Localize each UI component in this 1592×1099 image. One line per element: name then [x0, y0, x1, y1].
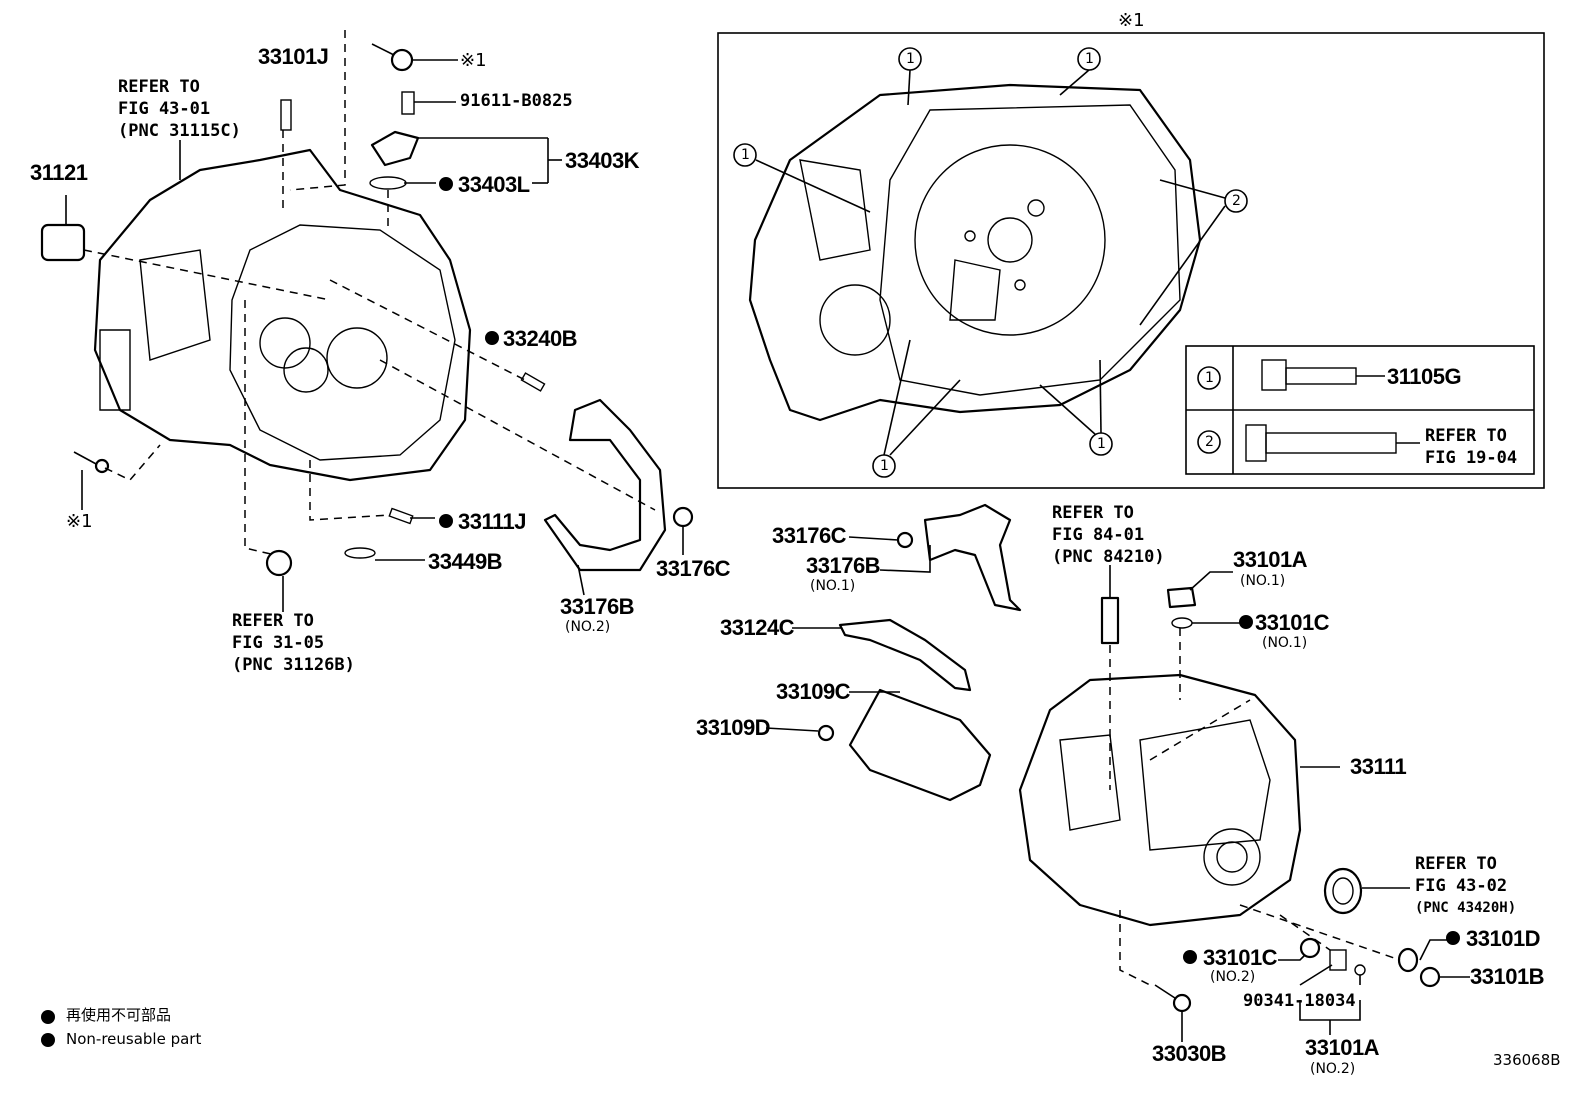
table-callout-1: 1 [1205, 370, 1214, 386]
label-33101d: 33101D [1466, 926, 1541, 951]
label-33101c-no1: 33101C [1255, 610, 1330, 635]
label-33101a-no2-sub: (NO.2) [1310, 1061, 1356, 1077]
label-33403l: 33403L [458, 172, 530, 197]
callout-1-top-right: 1 [1085, 51, 1094, 67]
label-33176b-no1: 33176B [806, 553, 881, 578]
label-33101a-no1: 33101A [1233, 547, 1308, 572]
label-33176c-left: 33176C [656, 556, 731, 581]
transaxle-housing-drawing [93, 148, 472, 482]
callout-1-left: 1 [741, 147, 750, 163]
left-small-parts [40, 43, 694, 577]
callout-2-right: 2 [1232, 193, 1241, 209]
detail-housing-drawing [748, 83, 1202, 422]
right-small-parts [1154, 586, 1441, 1013]
label-31121: 31121 [30, 160, 88, 185]
label-33176b-no1-sub: (NO.1) [810, 578, 856, 594]
plate-33124c-drawing [838, 618, 972, 692]
table-refer-19-04: REFER TO FIG 19-04 [1425, 426, 1518, 468]
label-33449b: 33449B [428, 549, 503, 574]
label-33403k: 33403K [565, 148, 640, 173]
mark-1-top: ※1 [460, 50, 487, 71]
detail-title-mark: ※1 [1118, 10, 1145, 31]
label-33030b: 33030B [1152, 1041, 1227, 1066]
bracket-33176b-no1-drawing [896, 503, 1022, 612]
label-33101j: 33101J [258, 44, 329, 69]
legend-non-reusable-ja: 再使用不可部品 [66, 1006, 172, 1024]
label-33109d: 33109D [696, 715, 771, 740]
right-dashed-lines [1109, 628, 1401, 986]
legend-non-reusable-en: Non-reusable part [66, 1030, 202, 1048]
refer-fig-31-05: REFER TO FIG 31-05 (PNC 31126B) [232, 611, 355, 675]
bolt-table [1185, 345, 1535, 475]
sensor-drawing [1100, 565, 1120, 645]
label-33101a-no1-sub: (NO.1) [1240, 573, 1286, 589]
label-33240b: 33240B [503, 326, 578, 351]
label-33101a-no2: 33101A [1305, 1035, 1380, 1060]
label-33176b-no2: 33176B [560, 594, 635, 619]
refer-fig-43-02: REFER TO FIG 43-02 (PNC 43420H) [1415, 854, 1517, 916]
label-33111: 33111 [1350, 754, 1407, 779]
case-33111-drawing [1018, 673, 1302, 927]
callout-1-top-left: 1 [906, 51, 915, 67]
label-33101c-no2: 33101C [1203, 945, 1278, 970]
left-dashed-lines [83, 30, 656, 556]
bracket-33176b-no2-drawing [543, 398, 667, 572]
detail-box-frame [717, 32, 1545, 489]
cover-33109c-drawing [817, 688, 992, 802]
left-leader-lines [65, 59, 684, 612]
label-33109c: 33109C [776, 679, 851, 704]
non-reusable-dots [41, 177, 1460, 1047]
label-33124c: 33124C [720, 615, 795, 640]
right-leader-lines [765, 536, 1470, 1042]
label-33101c-no1-sub: (NO.1) [1262, 635, 1308, 651]
refer-fig-84-01: REFER TO FIG 84-01 (PNC 84210) [1052, 503, 1165, 567]
callout-1-bottom-left: 1 [880, 458, 889, 474]
callout-1-bottom-right: 1 [1097, 436, 1106, 452]
label-33111j: 33111J [458, 509, 526, 534]
label-33176c-right: 33176C [772, 523, 847, 548]
table-callout-2: 2 [1205, 434, 1214, 450]
detail-callouts [733, 47, 1248, 478]
label-33101c-no2-sub: (NO.2) [1210, 969, 1256, 985]
table-part-31105g: 31105G [1387, 364, 1462, 389]
mark-1-bottom: ※1 [66, 511, 93, 532]
refer-fig-43-01: REFER TO FIG 43-01 (PNC 31115C) [118, 77, 241, 141]
label-91611-b0825: 91611-B0825 [460, 91, 573, 111]
label-33101b: 33101B [1470, 964, 1545, 989]
diagram-code: 336068B [1493, 1051, 1561, 1069]
label-90341-18034: 90341-18034 [1243, 991, 1356, 1011]
label-33176b-no2-sub: (NO.2) [565, 619, 611, 635]
